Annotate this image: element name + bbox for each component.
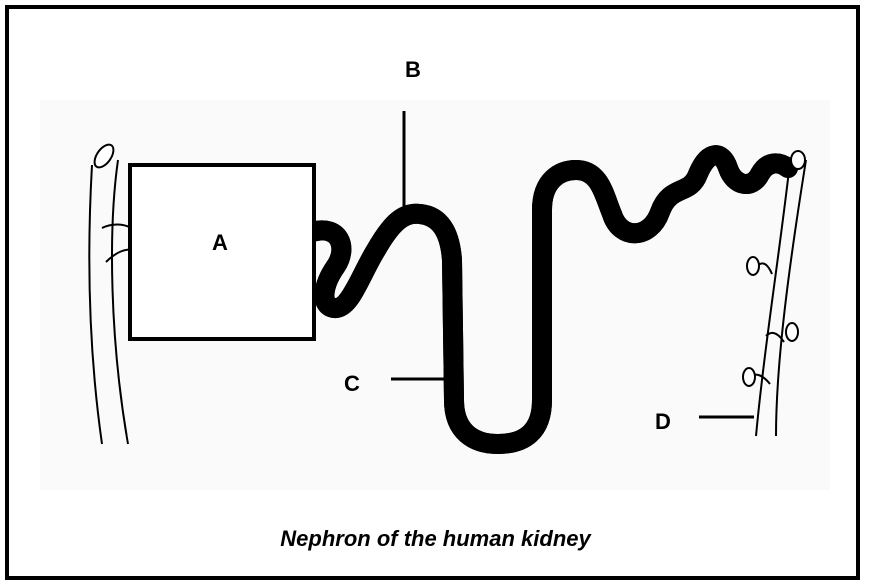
label-b: B bbox=[405, 57, 421, 83]
label-a: A bbox=[212, 230, 228, 256]
figure-caption: Nephron of the human kidney bbox=[0, 526, 871, 552]
label-c: C bbox=[344, 371, 360, 397]
label-d: D bbox=[655, 409, 671, 435]
